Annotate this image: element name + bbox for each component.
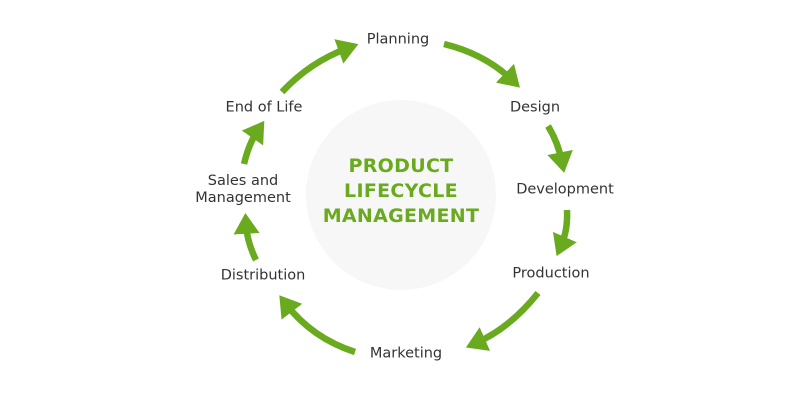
arrow-marketing-to-distribution (279, 295, 357, 356)
arrow-endoflife-to-planning (279, 39, 359, 95)
arrow-design-to-development (545, 124, 573, 173)
sales-line-1: Sales and (207, 173, 279, 189)
center-circle: PRODUCT LIFECYCLE MANAGEMENT (306, 100, 496, 290)
stage-production: Production (512, 265, 590, 282)
arrow-sales-to-endoflife (240, 120, 265, 165)
title-line-2: LIFECYCLE (344, 179, 458, 202)
stage-design: Design (509, 99, 561, 116)
arrow-production-to-marketing (465, 290, 541, 351)
arrow-development-to-production (552, 209, 577, 257)
stage-end-of-life: End of Life (225, 99, 303, 116)
title-line-3: MANAGEMENT (322, 204, 480, 227)
arrow-distribution-to-sales (233, 212, 260, 262)
arrow-planning-to-design (443, 40, 520, 88)
stage-distribution: Distribution (220, 267, 306, 284)
title-line-1: PRODUCT (348, 154, 454, 177)
sales-line-2: Management (195, 190, 291, 206)
stage-planning: Planning (366, 31, 430, 48)
stage-development: Development (516, 181, 614, 198)
stage-sales-and-management: Sales and Management (195, 173, 291, 207)
stage-marketing: Marketing (369, 345, 443, 362)
